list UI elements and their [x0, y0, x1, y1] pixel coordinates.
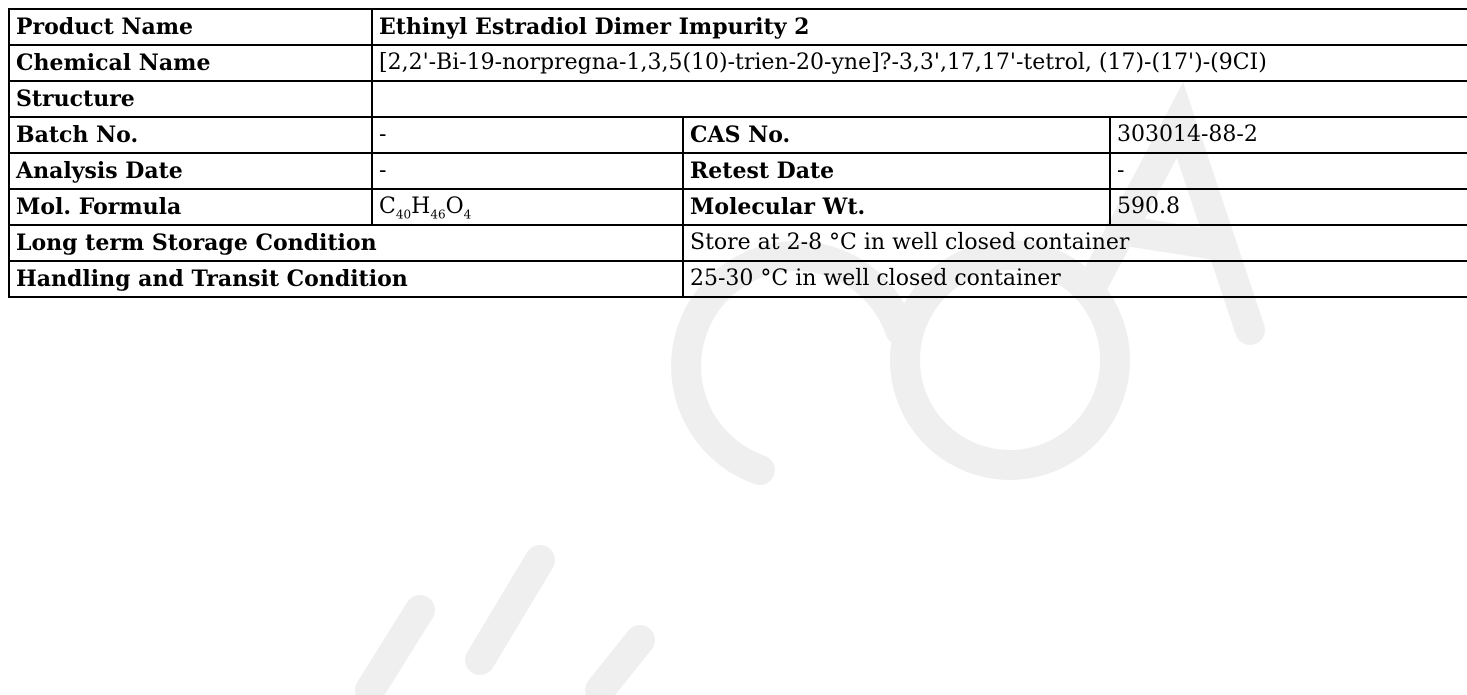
- product-name-label: Product Name: [8, 8, 373, 46]
- handling-condition-value: 25-30 °C in well closed container: [681, 260, 1467, 298]
- formula-o: O: [445, 194, 464, 219]
- handling-condition-label: Handling and Transit Condition: [8, 260, 684, 298]
- storage-condition-value: Store at 2-8 °C in well closed container: [681, 224, 1467, 262]
- molecular-wt-label: Molecular Wt.: [682, 188, 1111, 226]
- row-dates: Analysis Date - Retest Date -: [8, 152, 1467, 190]
- batch-no-value: -: [371, 116, 684, 154]
- row-chemical-name: Chemical Name [2,2'-Bi-19-norpregna-1,3,…: [8, 44, 1467, 82]
- chemical-name-label: Chemical Name: [8, 44, 373, 82]
- formula-h-count: 46: [430, 207, 446, 222]
- analysis-date-label: Analysis Date: [8, 152, 373, 190]
- chemical-name-value: [2,2'-Bi-19-norpregna-1,3,5(10)-trien-20…: [370, 44, 1467, 82]
- row-product-name: Product Name Ethinyl Estradiol Dimer Imp…: [8, 8, 1467, 46]
- row-formula-weight: Mol. Formula C40H46O4 Molecular Wt. 590.…: [8, 188, 1467, 226]
- formula-c: C: [379, 194, 396, 219]
- batch-no-label: Batch No.: [8, 116, 373, 154]
- mol-formula-label: Mol. Formula: [8, 188, 373, 226]
- row-storage: Long term Storage Condition Store at 2-8…: [8, 224, 1467, 262]
- formula-h: H: [411, 194, 431, 219]
- row-structure: Structure: [8, 80, 1467, 118]
- structure-cell: OH HO HO OH H H H H H H: [370, 80, 1467, 118]
- formula-o-count: 4: [463, 207, 472, 222]
- mol-formula-value: C40H46O4: [371, 188, 684, 226]
- product-name-value: Ethinyl Estradiol Dimer Impurity 2: [370, 8, 1467, 46]
- structure-label: Structure: [8, 80, 373, 118]
- storage-condition-label: Long term Storage Condition: [8, 224, 684, 262]
- cas-no-value: 303014-88-2: [1108, 116, 1467, 154]
- retest-date-value: -: [1108, 152, 1467, 190]
- analysis-date-value: -: [371, 152, 684, 190]
- retest-date-label: Retest Date: [682, 152, 1111, 190]
- coa-table: Product Name Ethinyl Estradiol Dimer Imp…: [8, 8, 1467, 298]
- formula-c-count: 40: [395, 207, 412, 222]
- row-batch-cas: Batch No. - CAS No. 303014-88-2: [8, 116, 1467, 154]
- row-handling: Handling and Transit Condition 25-30 °C …: [8, 260, 1467, 298]
- molecular-wt-value: 590.8: [1108, 188, 1467, 226]
- cas-no-label: CAS No.: [682, 116, 1111, 154]
